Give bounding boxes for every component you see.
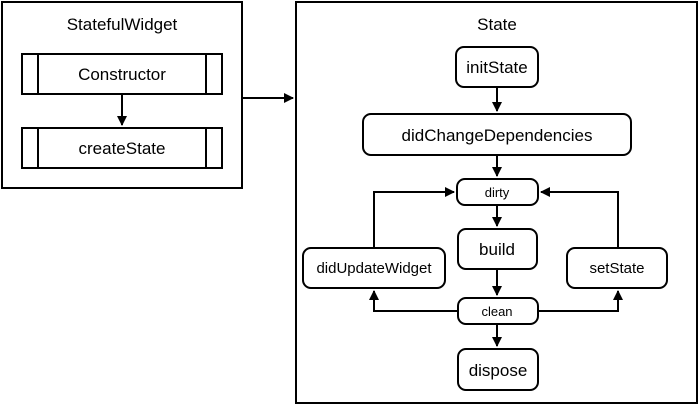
- dispose-node: [457, 348, 539, 391]
- state-panel: State initState didChangeDependencies di…: [295, 1, 698, 404]
- clean-to-setstate-arrow: [538, 290, 623, 312]
- dispose-label: dispose: [469, 361, 528, 380]
- setstate-label: setState: [589, 260, 644, 277]
- clean-to-didupdatewidget-arrow: [369, 290, 458, 312]
- setstate-to-dirty-arrow: [540, 187, 619, 248]
- createstate-label: createState: [79, 139, 166, 158]
- constructor-label: Constructor: [78, 65, 166, 84]
- initstate-label: initState: [466, 58, 527, 77]
- constructor-step: Constructor: [21, 53, 223, 95]
- dirty-label: dirty: [485, 185, 510, 200]
- didchangedependencies-label: didChangeDependencies: [402, 126, 593, 145]
- didupdatewidget-to-dirty-arrow: [373, 187, 455, 248]
- stateful-widget-title: StatefulWidget: [67, 15, 178, 34]
- createstate-step: createState: [21, 127, 223, 169]
- didupdatewidget-label: didUpdateWidget: [316, 260, 432, 277]
- state-title: State: [477, 15, 517, 34]
- stateful-widget-panel: StatefulWidget Constructor createState: [1, 1, 243, 189]
- build-label: build: [479, 240, 515, 259]
- clean-label: clean: [481, 304, 512, 319]
